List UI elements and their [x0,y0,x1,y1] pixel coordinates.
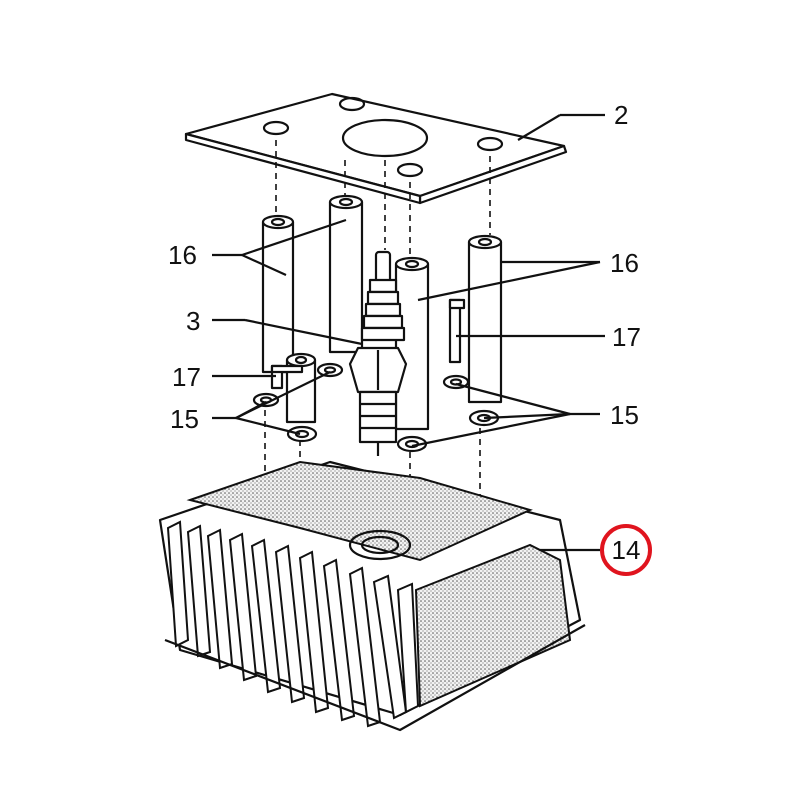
leader-16-left-b [241,253,287,277]
label-gasket: 2 [614,100,628,130]
gasket-part [184,92,568,205]
label-washers-left: 15 [170,404,199,434]
leader-15-left-c [235,401,267,419]
leader-16-right-b [417,260,601,302]
spark-plug-part [348,250,408,456]
leader-16-left-c [241,218,347,257]
cylinder-head-part [158,460,586,732]
label-studs-left: 16 [168,240,197,270]
label-spark-plug: 3 [186,306,200,336]
leader-lines [212,113,605,552]
highlight-circle [600,524,652,576]
label-clip-right: 17 [612,322,641,352]
leader-15-right-c [483,412,571,420]
label-washers-right: 15 [610,400,639,430]
stud-rear-center [328,194,364,354]
leader-15-right-b [455,382,571,416]
label-studs-right: 16 [610,248,639,278]
label-cylinder-head: 14 [612,535,641,565]
clip-right-part [448,298,466,364]
stud-front-left [285,352,317,424]
leader-15-left-d [235,416,301,436]
leader-2 [517,114,561,141]
stud-rear-right [467,234,503,404]
label-clip-left: 17 [172,362,201,392]
stud-front-right [394,256,430,431]
cooling-fins [166,520,420,728]
leader-15-right-d [411,412,571,448]
callout-labels: 2 16 16 3 17 17 15 15 14 [168,100,652,576]
